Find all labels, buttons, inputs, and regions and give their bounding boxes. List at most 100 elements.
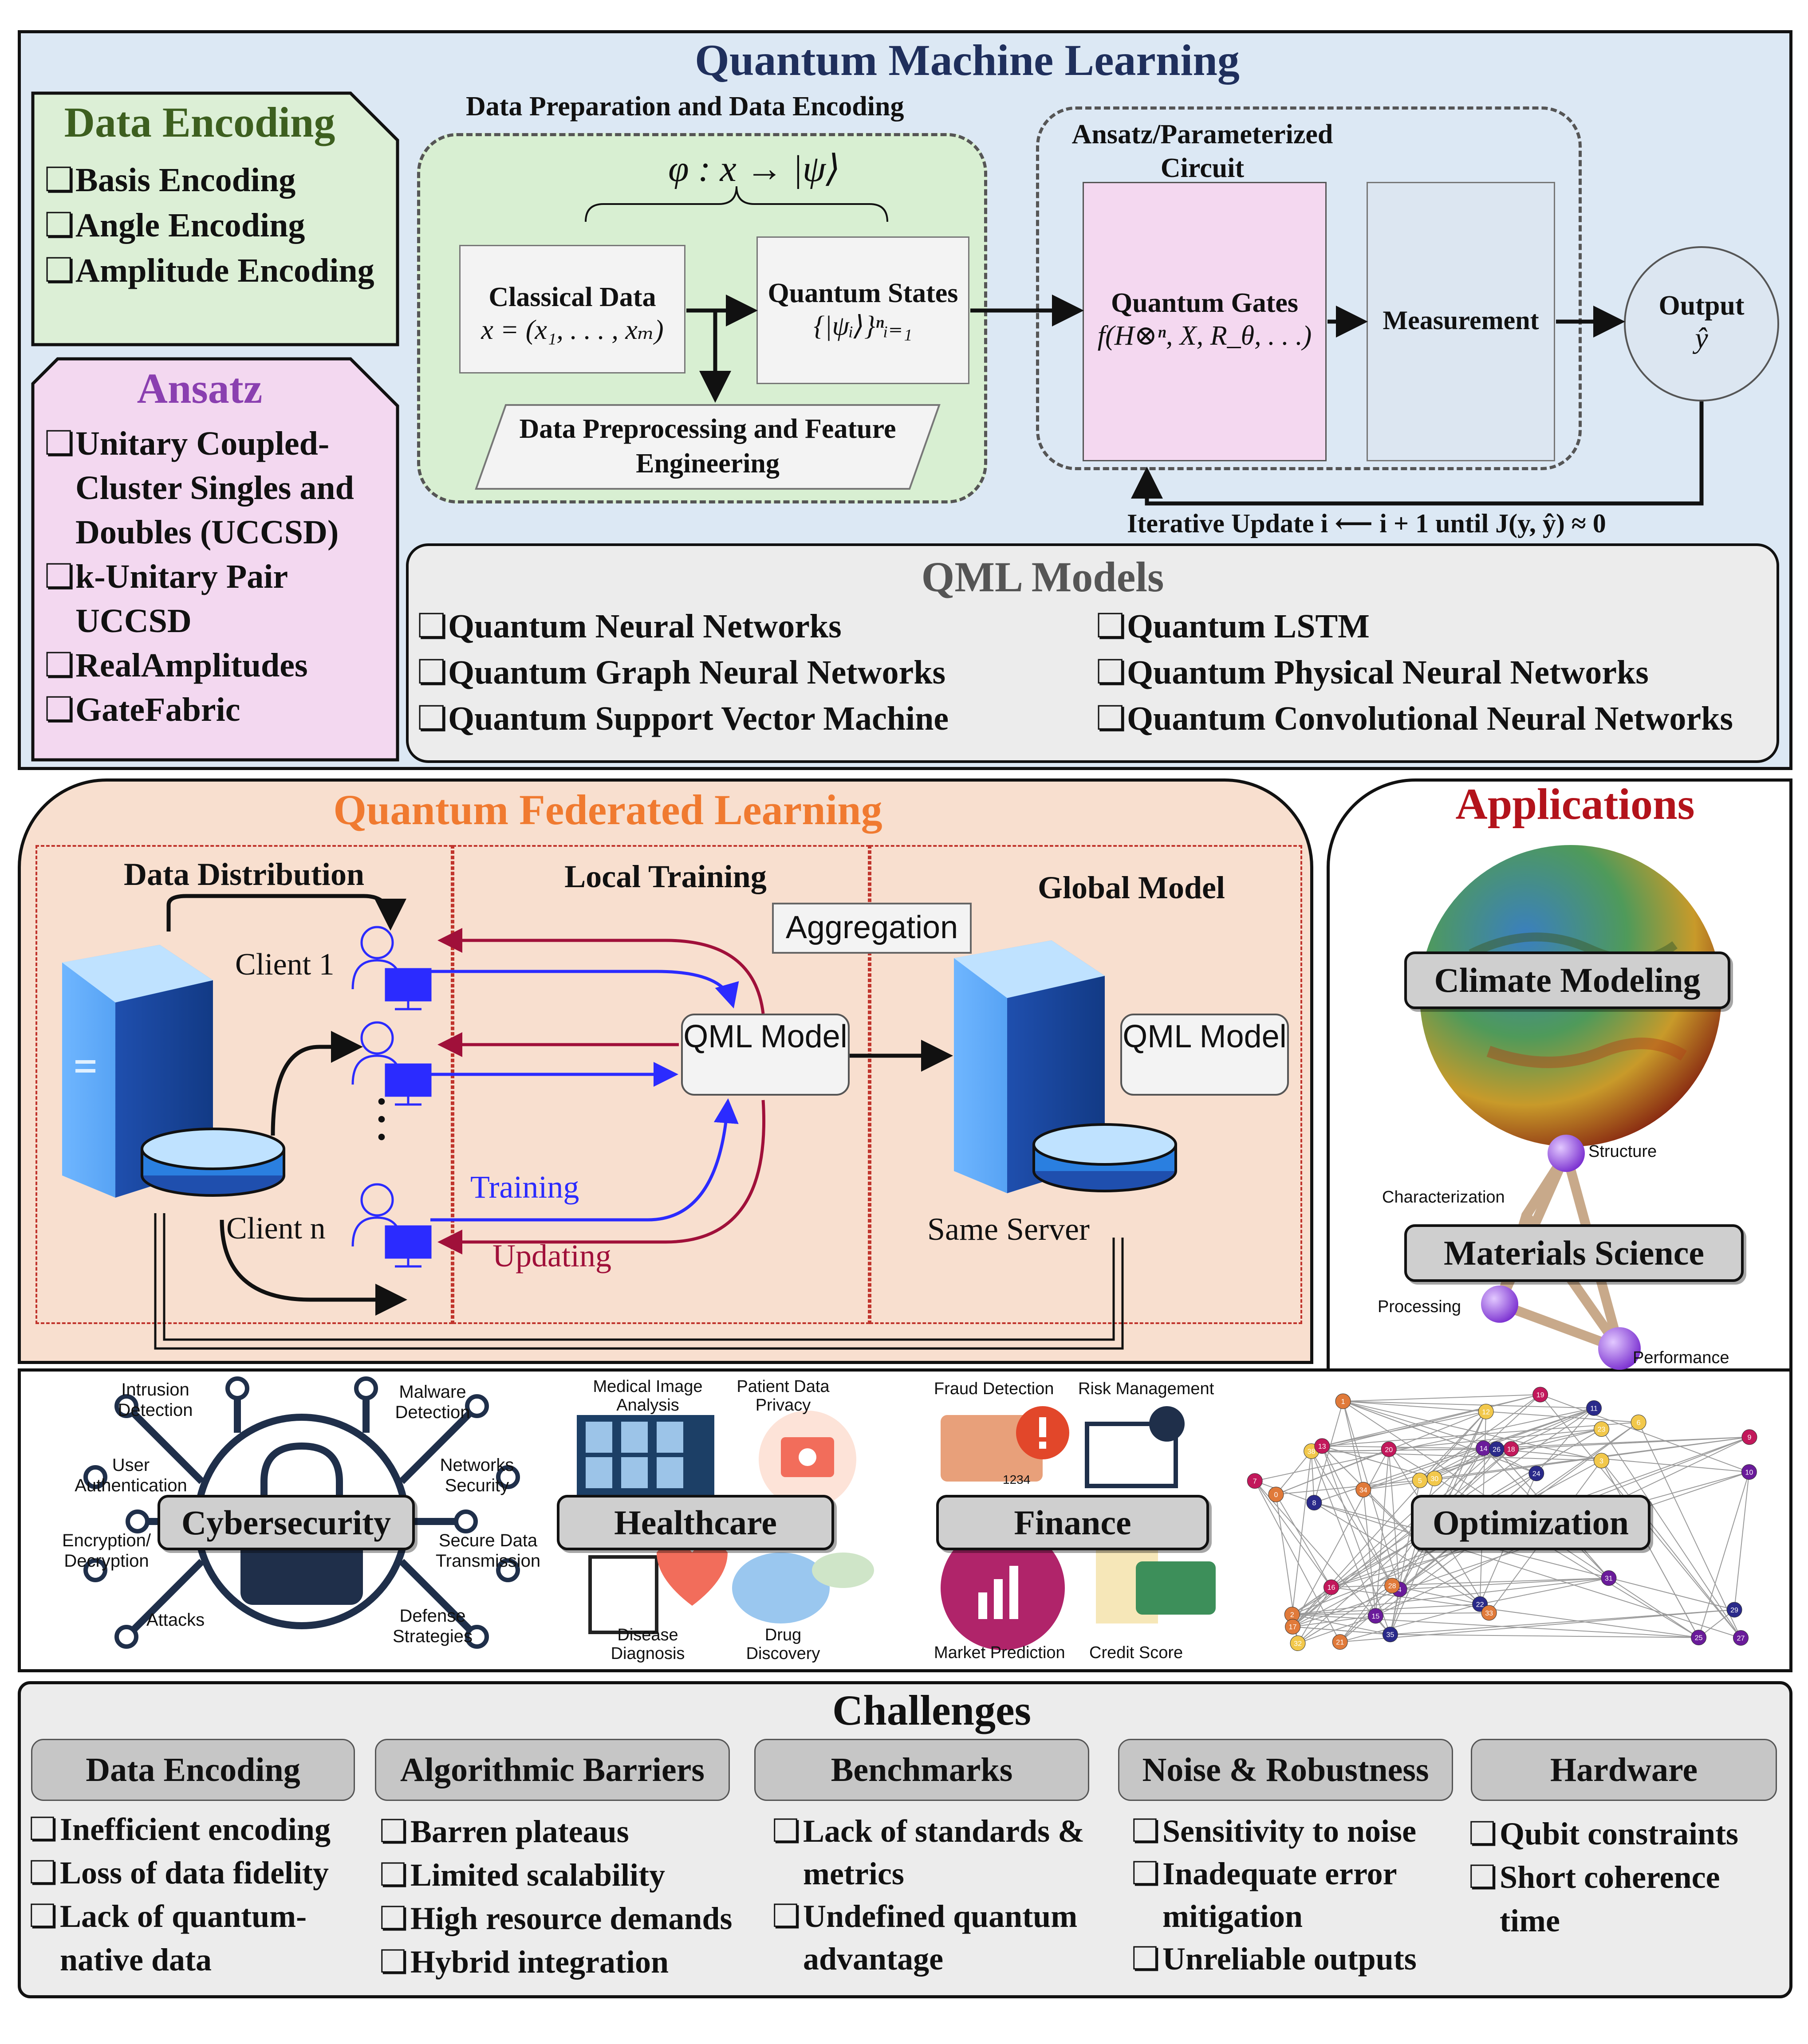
graph-edge — [1419, 1411, 1486, 1481]
graph-node-label: 22 — [1476, 1601, 1484, 1608]
graph-edge — [1292, 1448, 1512, 1627]
ansatz-item: k-Unitary Pair UCCSD — [44, 554, 390, 643]
qfl-section-training — [453, 845, 870, 1324]
challenge-item: Hybrid integration — [379, 1940, 770, 1984]
quantum-gates-label: Quantum Gates — [1111, 288, 1298, 318]
classical-data-label: Classical Data — [488, 282, 656, 312]
graph-edge — [1321, 1446, 1393, 1586]
qml-model-box-local: QML Model — [681, 1014, 850, 1096]
graph-edge — [1322, 1394, 1540, 1447]
prep-title: Data Preparation and Data Encoding — [466, 91, 904, 122]
graph-edge — [1483, 1436, 1749, 1449]
health-label-drug: Drug Discovery — [746, 1626, 820, 1663]
graph-edge — [1254, 1481, 1391, 1635]
graph-edge — [1297, 1587, 1332, 1644]
challenge-item: High resource demands — [379, 1897, 770, 1940]
graph-node — [1489, 1441, 1505, 1457]
graph-node-label: 23 — [1598, 1426, 1606, 1434]
graph-node-label: 7 — [1253, 1478, 1257, 1486]
graph-edge — [1601, 1460, 1741, 1639]
graph-node-label: 34 — [1359, 1486, 1367, 1494]
graph-edge — [1389, 1428, 1602, 1450]
same-server-label: Same Server — [927, 1211, 1090, 1247]
finance-label-risk: Risk Management — [1078, 1380, 1214, 1398]
graph-node — [1367, 1608, 1383, 1624]
graph-node-label: 1 — [1341, 1398, 1345, 1406]
finance-card-number: 1234 — [1003, 1473, 1031, 1486]
healthcare-label: Healthcare — [557, 1495, 834, 1550]
ansatz-list: Unitary Coupled-Cluster Singles and Doub… — [44, 421, 390, 732]
graph-edge — [1311, 1450, 1393, 1586]
cyber-label-attacks: Attacks — [146, 1610, 205, 1630]
challenge-item: Loss of data fidelity — [29, 1851, 366, 1895]
graph-node-label: 2 — [1290, 1612, 1294, 1619]
aggregation-box: Aggregation — [772, 903, 972, 954]
graph-edge — [1292, 1612, 1489, 1615]
finance-label: Finance — [936, 1495, 1209, 1550]
qfl-title: Quantum Federated Learning — [333, 786, 882, 833]
challenge-list-algorithmic: Barren plateaus Limited scalability High… — [379, 1810, 770, 1984]
climate-modeling-label: Climate Modeling — [1404, 951, 1730, 1009]
challenges-title: Challenges — [832, 1686, 1032, 1734]
graph-node — [1314, 1438, 1330, 1454]
materials-node-processing: Processing — [1378, 1297, 1461, 1316]
materials-science-label: Materials Science — [1404, 1224, 1744, 1282]
graph-node-label: 17 — [1289, 1623, 1297, 1631]
graph-node — [1528, 1466, 1544, 1482]
graph-node-label: 28 — [1388, 1583, 1396, 1590]
graph-node-label: 11 — [1590, 1405, 1598, 1412]
graph-edge — [1292, 1451, 1312, 1615]
graph-edge — [1311, 1450, 1602, 1461]
graph-node — [1381, 1441, 1397, 1457]
graph-edge — [1698, 1472, 1750, 1638]
preprocessing-shape — [475, 404, 941, 490]
updating-label: Updating — [492, 1238, 611, 1274]
classical-data-formula: x = (x₁, . . . , xₘ) — [481, 315, 664, 345]
graph-node — [1593, 1453, 1609, 1469]
qml-model-item: Quantum Neural Networks — [417, 603, 1083, 649]
graph-edge — [1322, 1422, 1639, 1447]
challenge-item: Lack of quantum-native data — [29, 1895, 366, 1981]
graph-node-label: 20 — [1385, 1446, 1393, 1454]
finance-label-credit: Credit Score — [1089, 1643, 1183, 1662]
graph-edge — [1339, 1448, 1484, 1643]
graph-edge — [1292, 1604, 1480, 1615]
cyber-label-intrusion: Intrusion Detection — [118, 1380, 193, 1420]
graph-node — [1268, 1486, 1284, 1502]
qml-model-label: QML Model — [683, 1019, 847, 1054]
cyber-label-malware: Malware Detection — [395, 1382, 470, 1422]
challenge-col-title: Data Encoding — [31, 1739, 355, 1801]
challenge-list-noise: Sensitivity to noise Inadequate error mi… — [1131, 1810, 1469, 1980]
graph-node-label: 19 — [1536, 1391, 1544, 1399]
finance-graphic — [941, 1406, 1216, 1650]
graph-edge — [1363, 1490, 1376, 1616]
graph-node-label: 5 — [1418, 1477, 1422, 1485]
graph-edge — [1536, 1407, 1595, 1474]
health-label-imaging: Medical Image Analysis — [593, 1377, 703, 1415]
drug-icon — [732, 1553, 830, 1623]
graph-node — [1733, 1630, 1749, 1646]
graph-edge — [1331, 1577, 1609, 1588]
healthcare-graphic — [577, 1411, 874, 1634]
materials-node-structure: Structure — [1588, 1142, 1657, 1161]
graph-edge — [1331, 1587, 1699, 1638]
client-icon-1 — [351, 926, 432, 1010]
graph-node-label: 18 — [1507, 1446, 1515, 1453]
graph-node-label: 30 — [1430, 1475, 1438, 1483]
preprocessing-label: Data Preprocessing and Feature Engineeri… — [519, 414, 896, 479]
qml-model-label: QML Model — [1123, 1019, 1287, 1054]
graph-edge — [1601, 1429, 1741, 1639]
challenge-col-title: Noise & Robustness — [1118, 1739, 1453, 1801]
graph-node — [1631, 1414, 1647, 1430]
graph-edge — [1255, 1407, 1594, 1482]
graph-node — [1323, 1579, 1339, 1595]
challenge-item: Barren plateaus — [379, 1810, 770, 1853]
data-distribution-label: Data Distribution — [123, 857, 365, 892]
graph-node — [1532, 1387, 1548, 1403]
quantum-states-formula: {|ψᵢ⟩}ⁿᵢ₌₁ — [813, 311, 913, 341]
challenge-item: Limited scalability — [379, 1853, 770, 1897]
graph-edge — [1480, 1577, 1609, 1605]
preprocessing-parallelogram — [475, 404, 941, 490]
graph-node — [1332, 1634, 1348, 1650]
server-icon-right — [954, 940, 1177, 1193]
